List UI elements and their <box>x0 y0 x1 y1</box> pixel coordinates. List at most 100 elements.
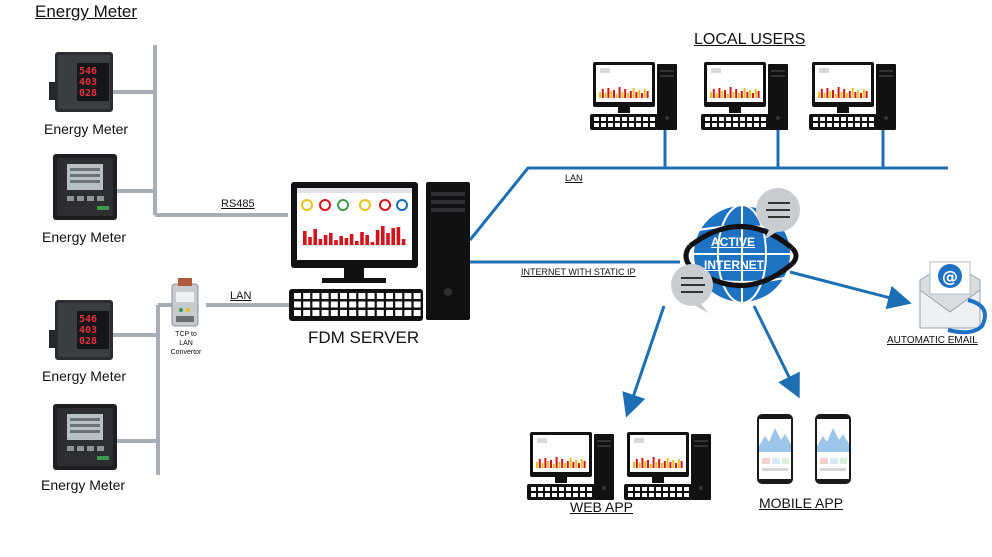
mobile-phone-2 <box>815 414 851 484</box>
keyboard-key <box>754 117 759 121</box>
keyboard-key <box>538 487 543 491</box>
keyboard-key <box>321 310 329 316</box>
keyboard-key <box>340 293 347 299</box>
screen-bar <box>550 460 552 468</box>
keyboard-key <box>303 310 311 316</box>
local-user-workstations <box>590 62 896 130</box>
web-app-workstation-2 <box>624 432 711 500</box>
internet-badge-line-1: ACTIVE <box>711 235 756 249</box>
server-bar <box>401 239 406 245</box>
screen-bar <box>547 461 550 468</box>
keyboard-key <box>367 301 375 308</box>
keyboard-key <box>761 123 766 127</box>
server-bar <box>344 238 349 245</box>
keyboard-key <box>643 117 648 121</box>
server-bar <box>313 229 317 245</box>
server-bar <box>396 227 401 245</box>
keyboard-key <box>705 123 710 127</box>
energy-meter-label-2: Energy Meter <box>42 229 127 245</box>
screen-bar <box>638 90 641 98</box>
screen-bar <box>632 88 635 98</box>
fdm-server-computer <box>289 182 470 321</box>
screen-bar <box>857 90 860 98</box>
keyboard-key <box>656 487 661 491</box>
local-user-workstation-1 <box>590 62 677 130</box>
svg-text:028: 028 <box>79 88 97 99</box>
keyboard-key <box>330 301 338 308</box>
screen-bar <box>724 90 726 98</box>
server-bar <box>391 228 395 245</box>
keyboard-key <box>349 301 357 308</box>
svg-text:546: 546 <box>79 66 97 77</box>
screen-bar <box>638 463 641 468</box>
keyboard-key <box>559 487 564 491</box>
server-bar <box>381 226 385 245</box>
screen-bar <box>843 89 846 98</box>
keyboard-key <box>312 293 320 299</box>
screen-bar <box>643 89 646 98</box>
keyboard-key <box>848 123 853 127</box>
keyboard-key <box>395 293 403 299</box>
keyboard-key <box>719 123 724 127</box>
svg-text:403: 403 <box>79 325 97 336</box>
keyboard-key <box>376 310 384 316</box>
keyboard-key <box>740 117 745 121</box>
network-lines <box>468 128 948 264</box>
screen-bar <box>823 93 826 98</box>
screen-bar <box>710 92 712 98</box>
keyboard-key <box>376 293 384 299</box>
svg-text:546: 546 <box>79 314 97 325</box>
server-bar <box>360 232 364 245</box>
screen-bar <box>754 89 757 98</box>
screen-bar <box>854 92 857 98</box>
keyboard-key <box>656 493 661 497</box>
keyboard-key <box>376 301 384 308</box>
screen-bar <box>732 92 735 98</box>
keyboard-key <box>747 117 752 121</box>
keyboard-key <box>330 310 338 316</box>
screen-bar <box>618 87 621 98</box>
keyboard-key <box>413 301 421 308</box>
screen-bar <box>661 463 663 468</box>
lan-left-link-label: LAN <box>230 290 252 302</box>
server-gauges <box>301 199 408 211</box>
keyboard-key <box>628 493 633 497</box>
email-at-glyph: @ <box>942 267 958 286</box>
keyboard-key <box>321 301 329 308</box>
keyboard-key <box>677 487 682 491</box>
screen-bar <box>615 94 618 98</box>
server-bar <box>318 239 323 245</box>
keyboard-key <box>538 493 543 497</box>
screen-bar <box>601 89 604 98</box>
screen-bar <box>580 459 583 468</box>
screen-bar <box>641 458 644 468</box>
screen-bar <box>829 91 832 98</box>
screen-bar <box>818 92 820 98</box>
keyboard-key <box>827 117 832 121</box>
screen-bar <box>566 461 569 468</box>
screen-bar <box>757 91 760 98</box>
keyboard-key <box>643 123 648 127</box>
keyboard-key <box>413 293 421 299</box>
screen-bar <box>826 88 829 98</box>
screen-bar <box>721 91 724 98</box>
screen-bar <box>536 462 538 468</box>
keyboard-key <box>622 123 627 127</box>
screen-bar <box>865 91 868 98</box>
keyboard-key <box>635 493 640 497</box>
keyboard-key <box>827 123 832 127</box>
keyboard-key <box>813 123 818 127</box>
keyboard-key <box>740 123 745 127</box>
server-bar <box>386 233 390 245</box>
screen-bar <box>641 93 643 98</box>
keyboard-key <box>349 310 357 316</box>
screen-bar <box>680 461 683 468</box>
email-envelope-icon: @ <box>919 261 987 335</box>
keyboard-key <box>395 301 403 308</box>
screen-bar <box>583 461 586 468</box>
screen-bar <box>647 460 649 468</box>
keyboard-key <box>869 117 874 121</box>
screen-bar <box>743 88 746 98</box>
